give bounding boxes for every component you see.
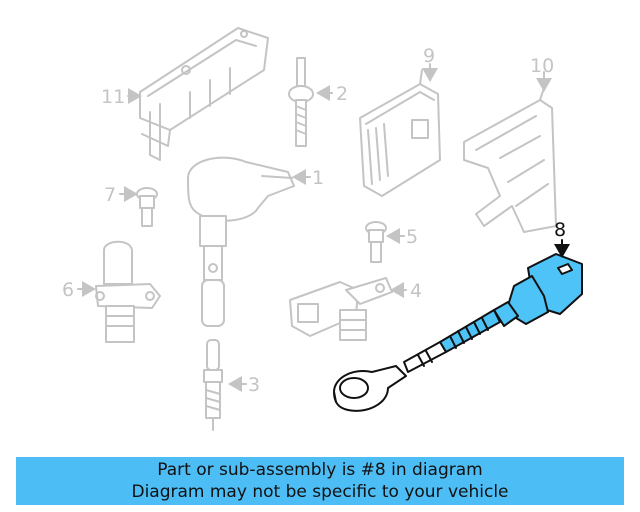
callout-7: 7 bbox=[104, 184, 116, 206]
part-3-spark-plug bbox=[203, 339, 223, 431]
banner-line-1: Part or sub-assembly is #8 in diagram bbox=[157, 460, 483, 480]
part-7-bolt bbox=[136, 187, 158, 227]
banner-line-2: Diagram may not be specific to your vehi… bbox=[131, 482, 509, 502]
part-6-sensor bbox=[95, 240, 161, 343]
info-banner: Part or sub-assembly is #8 in diagram Di… bbox=[16, 457, 624, 505]
part-1-ignition-coil bbox=[187, 156, 295, 327]
callout-6: 6 bbox=[62, 279, 74, 301]
callout-10: 10 bbox=[530, 55, 554, 77]
part-9-control-module bbox=[359, 69, 441, 197]
part-5-bolt bbox=[365, 221, 387, 263]
callout-9: 9 bbox=[423, 45, 435, 67]
callout-8: 8 bbox=[554, 219, 566, 241]
callout-2: 2 bbox=[336, 83, 348, 105]
part-4-sensor bbox=[289, 277, 393, 341]
callout-1: 1 bbox=[312, 167, 324, 189]
callout-4: 4 bbox=[410, 280, 422, 302]
part-2-stud bbox=[288, 57, 314, 147]
callout-11: 11 bbox=[101, 86, 125, 108]
part-10-bracket bbox=[463, 87, 557, 233]
part-11-bracket bbox=[139, 27, 269, 161]
parts-diagram: 11 2 9 10 1 7 bbox=[62, 27, 583, 431]
part-8-knock-sensor bbox=[333, 253, 583, 412]
callout-5: 5 bbox=[406, 226, 418, 248]
callout-3: 3 bbox=[248, 374, 260, 396]
